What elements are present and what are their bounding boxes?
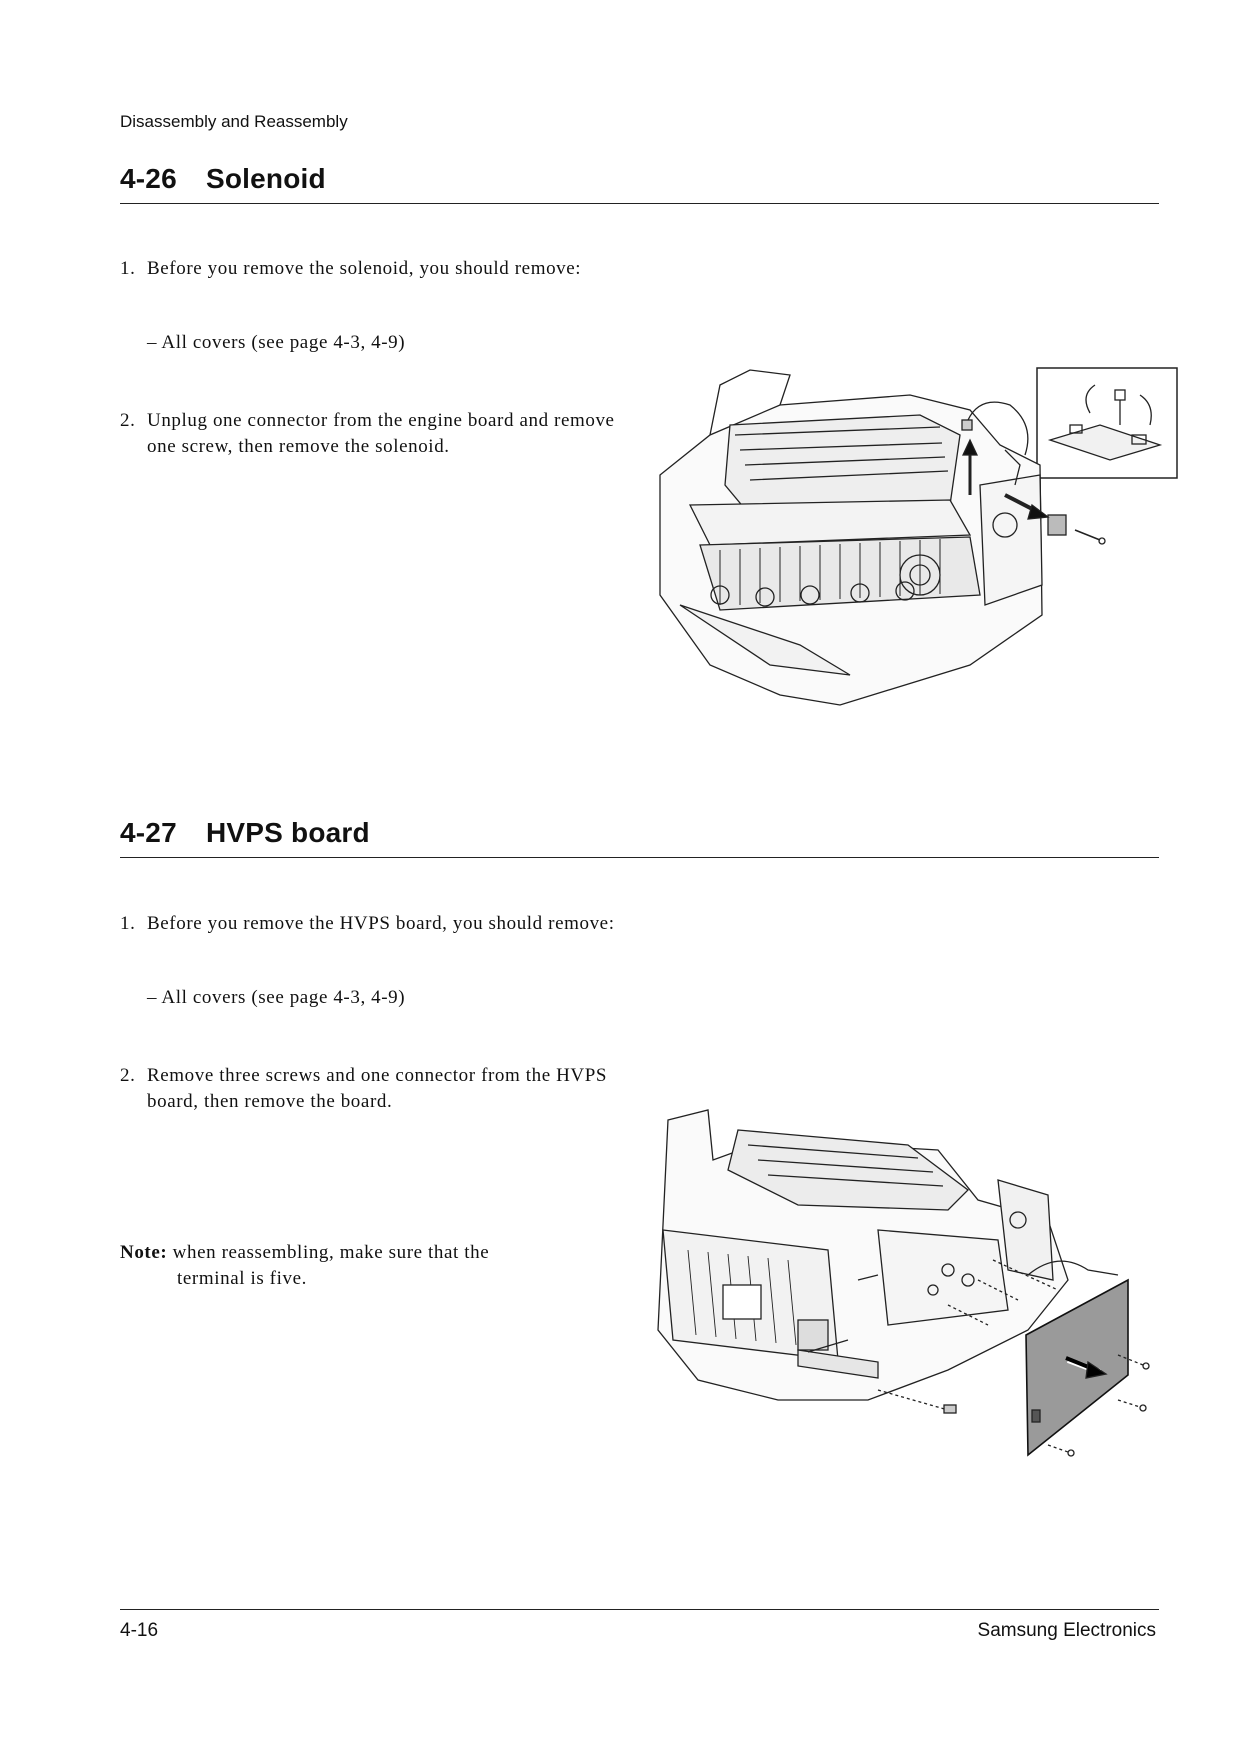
- section-heading: HVPS board: [206, 817, 370, 848]
- step-number: 2.: [120, 1065, 136, 1086]
- section-heading: Solenoid: [206, 163, 326, 194]
- hvps-board-removal-illustration: [657, 1109, 1150, 1457]
- step-text: Before you remove the solenoid, you shou…: [147, 258, 582, 279]
- solenoid-removal-illustration: [659, 367, 1178, 706]
- sub-item-covers: – All covers (see page 4-3, 4-9): [147, 987, 406, 1008]
- step-2-hvps: 2. Remove three screws and one connector…: [120, 1063, 640, 1115]
- step-text: Unplug one connector from the engine boa…: [147, 410, 615, 457]
- running-header: Disassembly and Reassembly: [120, 112, 348, 131]
- note-text-line1: when reassembling, make sure that the: [167, 1242, 490, 1263]
- section-rule: [120, 857, 1159, 858]
- step-number: 1.: [120, 258, 136, 279]
- sub-item-covers: – All covers (see page 4-3, 4-9): [147, 332, 406, 353]
- inset-detail-box: [1036, 367, 1178, 479]
- note-text-line2: terminal is five.: [177, 1268, 307, 1289]
- section-title-hvps-board: 4-27 HVPS board: [120, 817, 370, 849]
- step-text: Remove three screws and one connector fr…: [147, 1065, 608, 1112]
- step-2-solenoid: 2. Unplug one connector from the engine …: [120, 408, 640, 460]
- page-number: 4-16: [120, 1620, 159, 1641]
- section-title-solenoid: 4-26 Solenoid: [120, 163, 326, 195]
- step-1-hvps: 1. Before you remove the HVPS board, you…: [120, 911, 640, 937]
- note: Note: when reassembling, make sure that …: [120, 1240, 580, 1292]
- section-number: 4-26: [120, 163, 177, 194]
- section-rule: [120, 203, 1159, 204]
- publisher-name: Samsung Electronics: [977, 1620, 1156, 1641]
- step-text: Before you remove the HVPS board, you sh…: [147, 913, 615, 934]
- step-1-solenoid: 1. Before you remove the solenoid, you s…: [120, 256, 640, 282]
- note-label: Note:: [120, 1242, 168, 1263]
- hvps-board: [1025, 1278, 1129, 1457]
- step-number: 2.: [120, 410, 136, 431]
- footer-rule: [120, 1609, 1159, 1610]
- step-number: 1.: [120, 913, 136, 934]
- section-number: 4-27: [120, 817, 177, 848]
